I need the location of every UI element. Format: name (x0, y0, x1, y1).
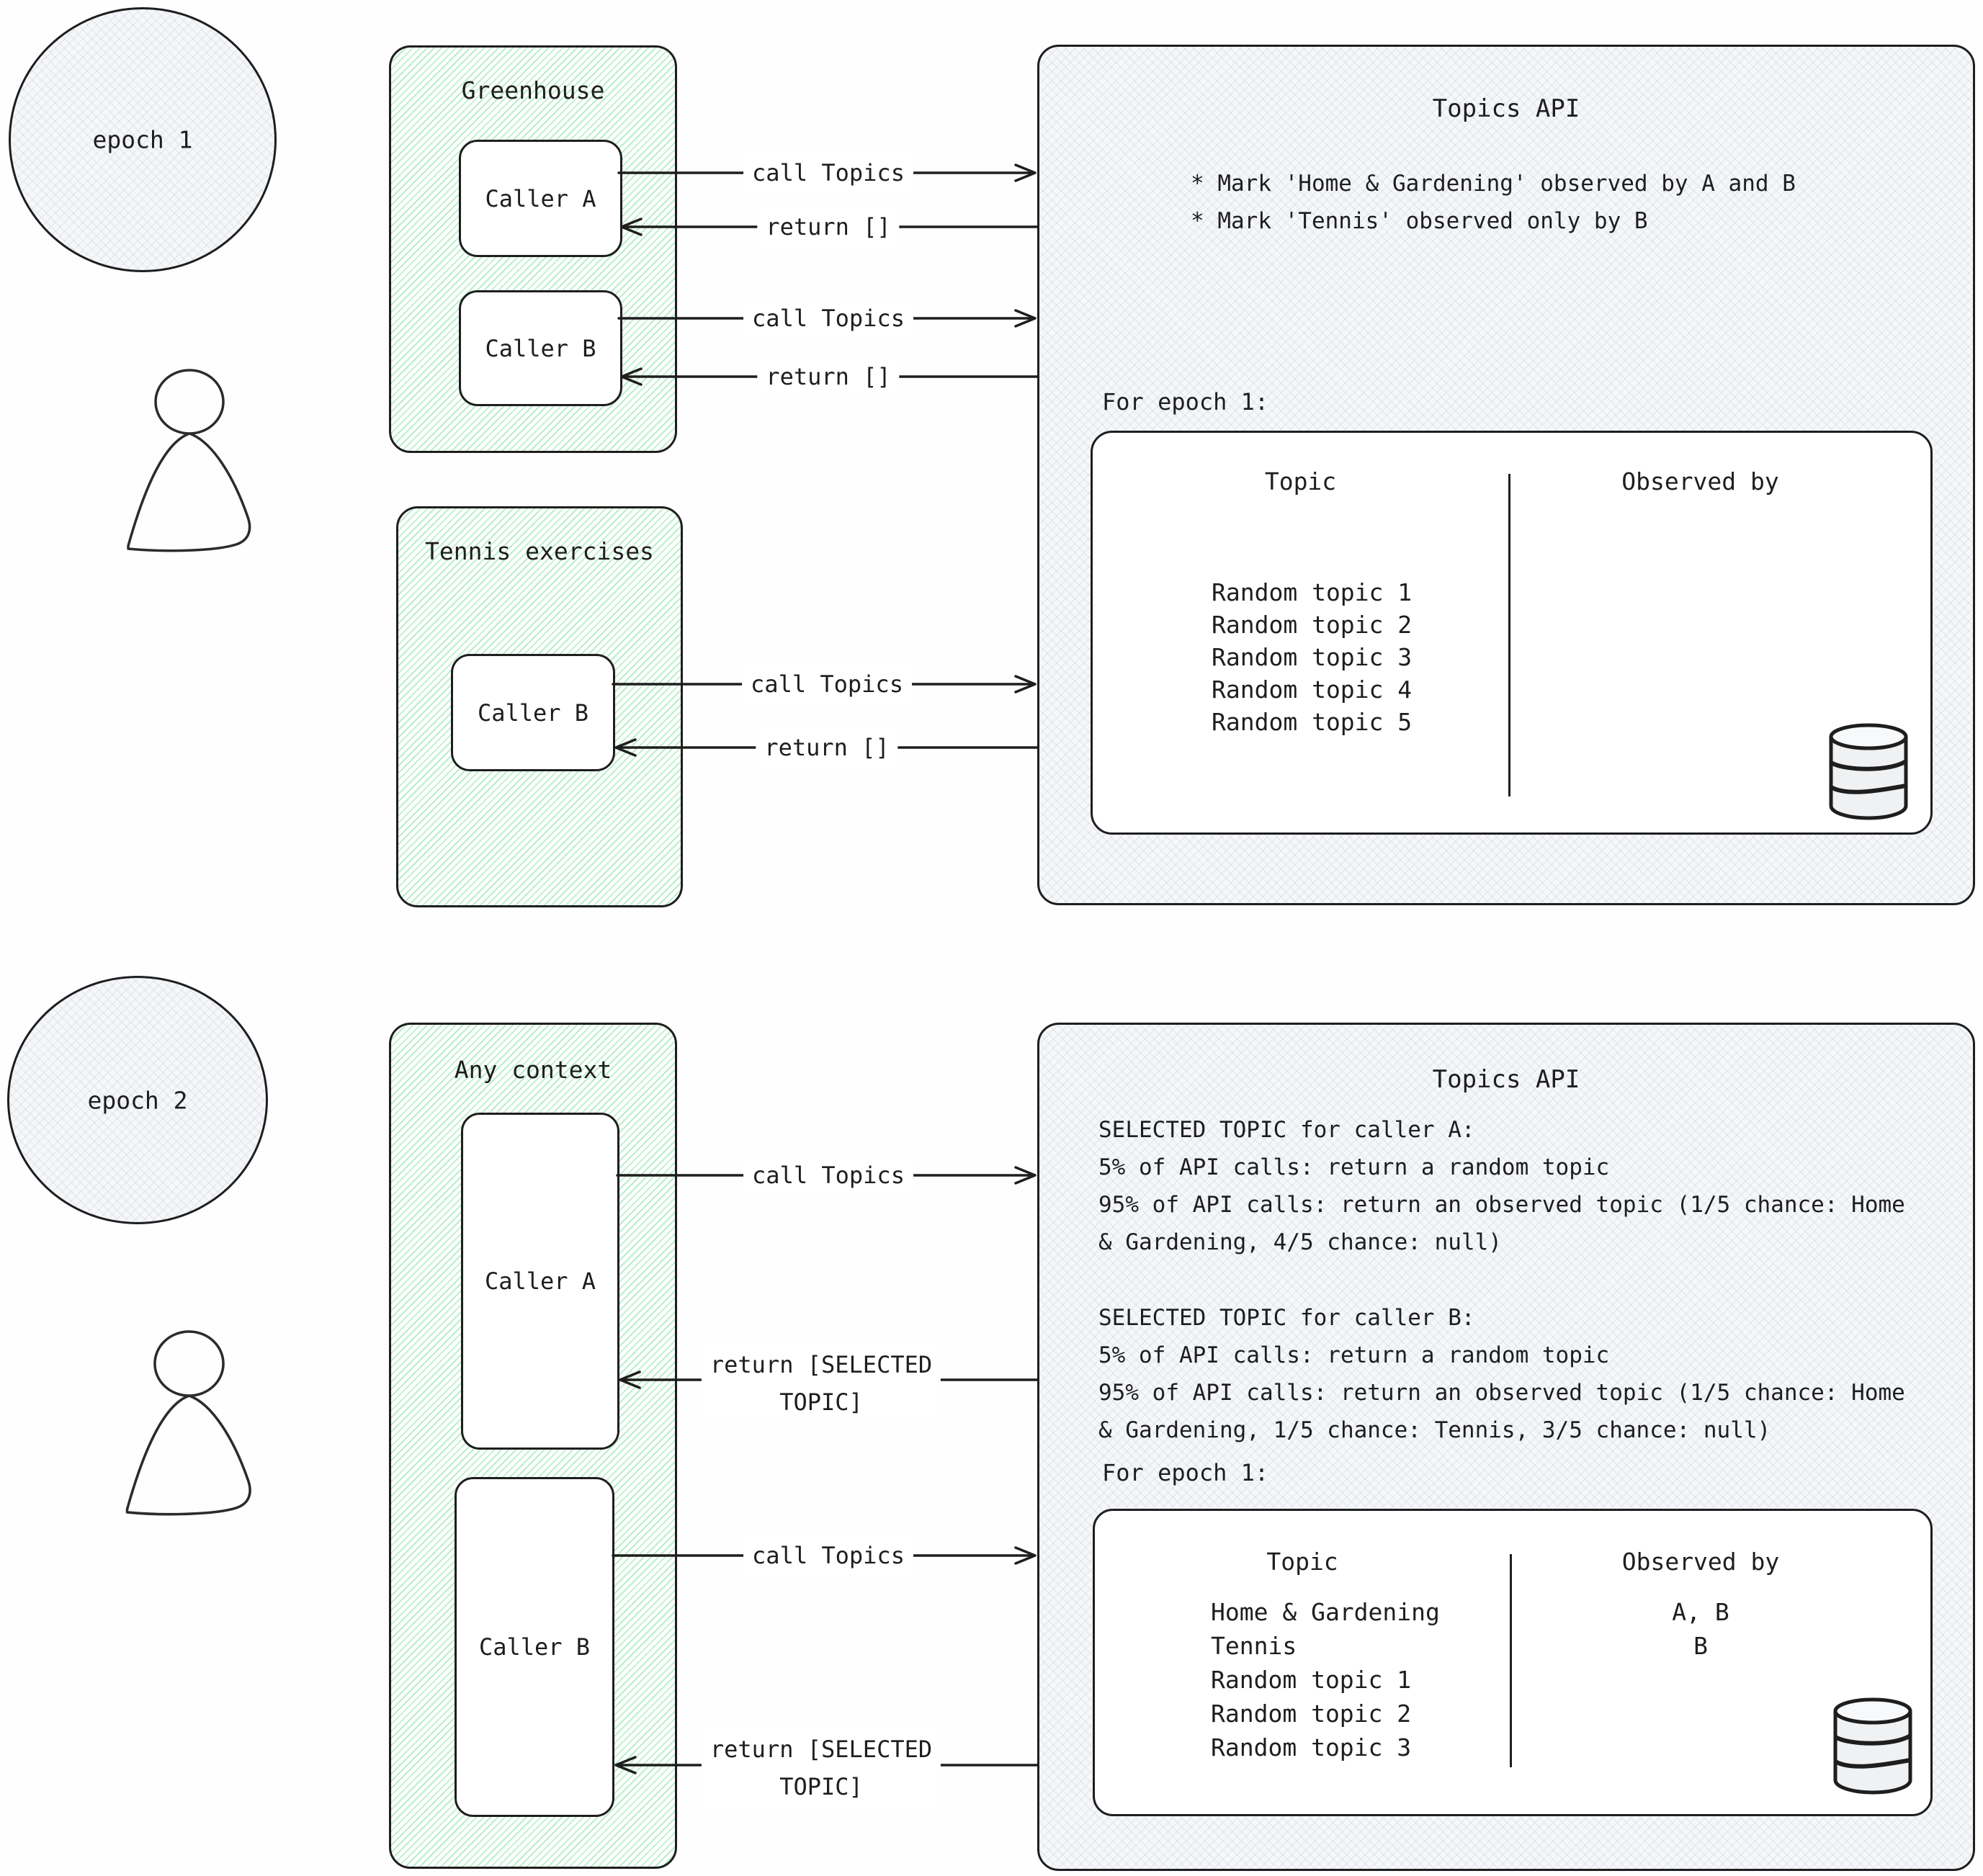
table-row: Random topic 1 (1212, 578, 1413, 606)
table-row: Home & Gardening (1211, 1598, 1440, 1626)
return-empty-label: return [] (757, 356, 900, 397)
tennis-title: Tennis exercises (425, 537, 654, 565)
api1-col-topic: Topic (1264, 467, 1337, 495)
topics-api-epoch2-panel: Topics API SELECTED TOPIC for caller A: … (1037, 1023, 1975, 1871)
caller-b-label: Caller B (485, 334, 596, 362)
epoch2-label: epoch 2 (87, 1086, 188, 1114)
api1-table-divider (1508, 474, 1510, 796)
table-row: Random topic 3 (1211, 1733, 1412, 1761)
table-row: Random topic 5 (1212, 708, 1413, 736)
api2-topic-rows: Home & Gardening Tennis Random topic 1 R… (1211, 1595, 1440, 1764)
api1-notes: * Mark 'Home & Gardening' observed by A … (1191, 171, 1796, 234)
caller-b-box: Caller B (455, 1477, 614, 1817)
api2-table: Topic Observed by Home & Gardening Tenni… (1093, 1509, 1933, 1816)
greenhouse-context: Greenhouse Caller A Caller B (389, 45, 677, 453)
table-row: Random topic 3 (1212, 643, 1413, 671)
api2-table-divider (1510, 1554, 1512, 1767)
caller-a-label: Caller A (484, 1267, 596, 1295)
api2-selected-b: SELECTED TOPIC for caller B: 5% of API c… (1098, 1305, 1905, 1443)
caller-b-label: Caller B (478, 1633, 591, 1661)
greenhouse-title: Greenhouse (461, 76, 605, 104)
table-cell-observed: A, B (1672, 1598, 1729, 1626)
api1-table: Topic Observed by Random topic 1 Random … (1091, 431, 1933, 835)
table-row: Random topic 1 (1211, 1666, 1412, 1694)
caller-a-box: Caller A (461, 1113, 619, 1450)
return-empty-label: return [] (757, 207, 900, 247)
any-context-title: Any context (454, 1056, 612, 1084)
return-selected-label: return [SELECTED TOPIC] (701, 1729, 941, 1807)
call-topics-label: call Topics (743, 298, 913, 338)
api2-selected-a: SELECTED TOPIC for caller A: 5% of API c… (1098, 1117, 1905, 1255)
table-cell-observed: B (1693, 1632, 1708, 1660)
call-topics-label: call Topics (743, 1535, 913, 1576)
topics-api-epoch1-panel: Topics API * Mark 'Home & Gardening' obs… (1037, 45, 1975, 905)
epoch2-circle: epoch 2 (7, 976, 268, 1224)
table-row: Random topic 2 (1211, 1700, 1412, 1728)
person-icon (125, 1330, 251, 1516)
return-selected-label: return [SELECTED TOPIC] (701, 1345, 941, 1422)
topics-api2-title: Topics API (1432, 1065, 1580, 1094)
tennis-context: Tennis exercises Caller B (396, 506, 683, 907)
person-icon (127, 369, 251, 552)
call-topics-label: call Topics (743, 1155, 913, 1195)
table-cell-observed (1510, 1663, 1892, 1697)
tennis-caller-b-box: Caller B (451, 654, 615, 771)
api1-topic-rows: Random topic 1 Random topic 2 Random top… (1212, 576, 1412, 738)
caller-a-label: Caller A (485, 184, 596, 212)
api1-col-observed: Observed by (1621, 467, 1779, 495)
table-row: Random topic 4 (1212, 676, 1413, 704)
database-icon (1829, 723, 1908, 820)
table-row: Random topic 2 (1212, 611, 1413, 639)
database-icon (1833, 1697, 1912, 1795)
return-empty-label: return [] (756, 727, 898, 768)
epoch1-label: epoch 1 (92, 125, 193, 154)
api1-epoch-label: For epoch 1: (1102, 388, 1269, 416)
table-row: Tennis (1211, 1632, 1297, 1660)
caller-a-box: Caller A (459, 140, 622, 257)
api2-col-topic: Topic (1266, 1548, 1338, 1576)
api2-observed-rows: A, B B (1510, 1595, 1892, 1764)
topics-api1-title: Topics API (1432, 94, 1580, 123)
call-topics-label: call Topics (743, 153, 913, 193)
tennis-caller-b-label: Caller B (477, 699, 589, 727)
epoch1-circle: epoch 1 (9, 7, 277, 272)
any-context: Any context Caller A Caller B (389, 1023, 677, 1869)
caller-b-box: Caller B (459, 290, 622, 406)
api2-epoch-label: For epoch 1: (1102, 1459, 1269, 1486)
api2-col-observed: Observed by (1621, 1548, 1780, 1576)
call-topics-label: call Topics (742, 664, 912, 704)
